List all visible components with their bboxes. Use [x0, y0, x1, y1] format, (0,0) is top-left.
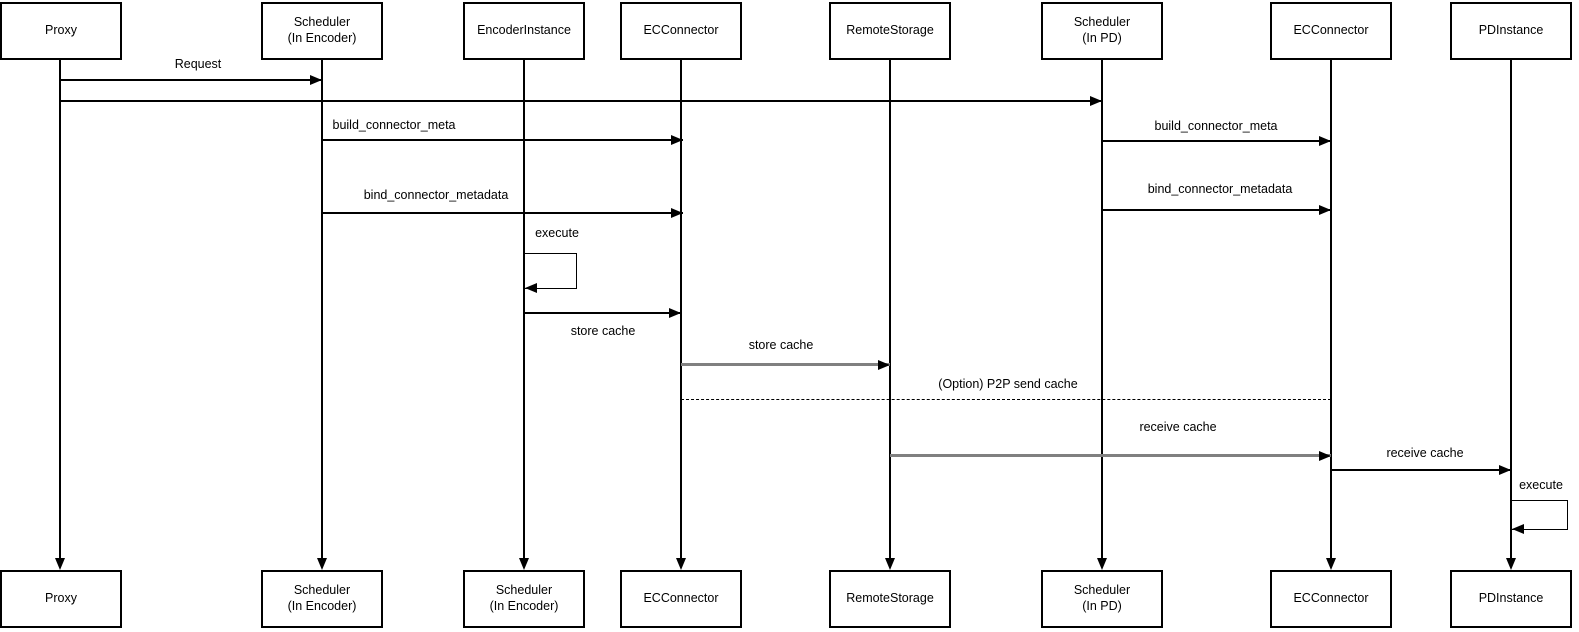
message-label-receive-cache-ec: receive cache	[1136, 420, 1220, 434]
message-receive-cache-ec-arrowhead-icon	[1319, 451, 1331, 461]
message-request-arrowhead-icon	[310, 75, 322, 85]
lifeline-pd-instance	[1510, 60, 1512, 560]
message-receive-cache-pd-arrowhead-icon	[1499, 465, 1511, 475]
message-label-bind-connector-metadata-right: bind_connector_metadata	[1144, 182, 1296, 196]
message-label-execute-pd: execute	[1516, 478, 1566, 492]
actor-bottom-encoder-instance: Scheduler (In Encoder)	[463, 570, 585, 628]
message-label-store-cache-encoder: store cache	[567, 324, 639, 338]
lifeline-proxy-arrowhead-icon	[55, 558, 65, 570]
message-line-bind-connector-metadata-right	[1102, 209, 1331, 211]
lifeline-encoder-instance-arrowhead-icon	[519, 558, 529, 570]
message-label-build-connector-meta-left: build_connector_meta	[329, 118, 459, 132]
actor-bottom-scheduler-encoder: Scheduler (In Encoder)	[261, 570, 383, 628]
lifeline-scheduler-encoder	[321, 60, 323, 560]
actor-top-encoder-instance: EncoderInstance	[463, 2, 585, 60]
message-line-build-connector-meta-right	[1102, 140, 1331, 142]
lifeline-encoder-instance	[523, 60, 525, 560]
lifeline-remote-storage	[889, 60, 891, 560]
message-line-request	[60, 79, 322, 81]
lifeline-ec-connector-1-arrowhead-icon	[676, 558, 686, 570]
message-line-p2p-send-cache	[681, 399, 1331, 400]
lifeline-remote-storage-arrowhead-icon	[885, 558, 895, 570]
message-line-receive-cache-pd	[1331, 469, 1511, 471]
lifeline-scheduler-pd-arrowhead-icon	[1097, 558, 1107, 570]
message-line-receive-cache-ec	[890, 454, 1331, 457]
actor-bottom-proxy: Proxy	[0, 570, 122, 628]
message-line-store-cache-encoder	[524, 312, 681, 314]
message-line-proxy-to-scheduler-pd	[60, 100, 1102, 102]
message-label-bind-connector-metadata-left: bind_connector_metadata	[360, 188, 512, 202]
message-label-store-cache-remote: store cache	[745, 338, 817, 352]
message-bind-connector-metadata-right-arrowhead-icon	[1319, 205, 1331, 215]
actor-bottom-scheduler-pd: Scheduler (In PD)	[1041, 570, 1163, 628]
message-store-cache-encoder-arrowhead-icon	[669, 308, 681, 318]
actor-top-pd-instance: PDInstance	[1450, 2, 1572, 60]
actor-top-ec-connector-1: ECConnector	[620, 2, 742, 60]
message-line-bind-connector-metadata-left	[322, 212, 683, 214]
message-line-store-cache-remote	[681, 363, 890, 366]
lifeline-scheduler-encoder-arrowhead-icon	[317, 558, 327, 570]
message-label-receive-cache-pd: receive cache	[1383, 446, 1467, 460]
message-proxy-to-scheduler-pd-arrowhead-icon	[1090, 96, 1102, 106]
message-label-execute-encoder: execute	[532, 226, 582, 240]
actor-bottom-ec-connector-1: ECConnector	[620, 570, 742, 628]
message-build-connector-meta-right-arrowhead-icon	[1319, 136, 1331, 146]
message-bind-connector-metadata-left-arrowhead-icon	[671, 208, 683, 218]
actor-bottom-pd-instance: PDInstance	[1450, 570, 1572, 628]
message-line-build-connector-meta-left	[322, 139, 683, 141]
actor-top-proxy: Proxy	[0, 2, 122, 60]
message-build-connector-meta-left-arrowhead-icon	[671, 135, 683, 145]
message-store-cache-remote-arrowhead-icon	[878, 360, 890, 370]
actor-top-ec-connector-2: ECConnector	[1270, 2, 1392, 60]
actor-top-scheduler-encoder: Scheduler (In Encoder)	[261, 2, 383, 60]
message-label-p2p-send-cache: (Option) P2P send cache	[935, 377, 1081, 391]
lifeline-ec-connector-2	[1330, 60, 1332, 560]
actor-bottom-remote-storage: RemoteStorage	[829, 570, 951, 628]
lifeline-pd-instance-arrowhead-icon	[1506, 558, 1516, 570]
message-self-loop-execute-encoder	[524, 253, 577, 289]
message-execute-encoder-arrowhead-icon	[525, 283, 537, 293]
lifeline-scheduler-pd	[1101, 60, 1103, 560]
message-label-build-connector-meta-right: build_connector_meta	[1151, 119, 1281, 133]
lifeline-proxy	[59, 60, 61, 560]
message-execute-pd-arrowhead-icon	[1512, 524, 1524, 534]
message-label-request: Request	[171, 57, 225, 71]
actor-bottom-ec-connector-2: ECConnector	[1270, 570, 1392, 628]
message-self-loop-execute-pd	[1511, 500, 1568, 530]
lifeline-ec-connector-2-arrowhead-icon	[1326, 558, 1336, 570]
actor-top-scheduler-pd: Scheduler (In PD)	[1041, 2, 1163, 60]
actor-top-remote-storage: RemoteStorage	[829, 2, 951, 60]
